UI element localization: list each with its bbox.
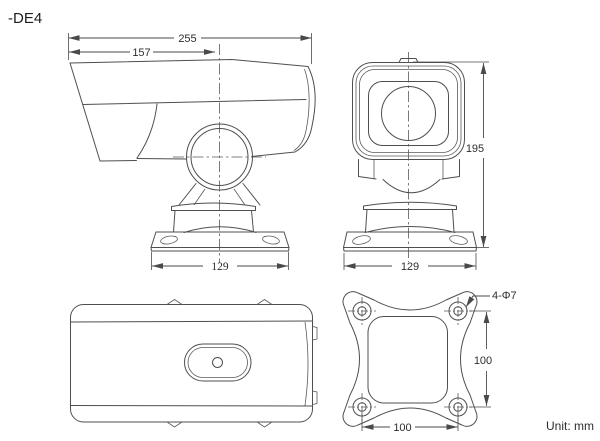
drawing-model-suffix-label: -DE4: [8, 10, 42, 27]
front-face-panel: [368, 81, 449, 146]
top-notch-2: [256, 299, 273, 305]
plate-outline: [342, 291, 478, 427]
front-lens: [381, 86, 436, 141]
side-left-slot: [160, 235, 178, 245]
dim-side-base-width: 129: [151, 252, 289, 273]
dim-shield-length: 157: [69, 47, 215, 59]
dim-shield-length-label: 157: [132, 47, 150, 59]
top-view: [70, 299, 318, 428]
side-view: 255 157 129: [68, 33, 316, 273]
dim-front-base-width: 129: [343, 253, 477, 273]
hole-top-right: [444, 297, 472, 325]
side-bracket-arms: [178, 183, 261, 206]
front-left-slot: [352, 235, 371, 245]
dim-overall-length: 255: [68, 33, 312, 64]
side-right-slot: [262, 235, 280, 245]
dim-hole-spacing-horizontal-label: 100: [393, 422, 411, 434]
front-neck-joint: [358, 159, 460, 194]
base-plate-view: 4-Φ7 100 100: [342, 290, 517, 434]
side-joint-circle: [186, 123, 253, 191]
top-notch-3: [166, 421, 183, 428]
top-boss-hole: [212, 357, 223, 368]
front-right-slot: [449, 235, 468, 245]
front-camera-head: [352, 58, 465, 160]
dim-side-base-width-label: 129: [211, 261, 229, 273]
top-notch-4: [256, 421, 273, 428]
top-right-tab-upper: [312, 326, 318, 341]
dim-hole-spacing-vertical: 100: [469, 310, 492, 408]
top-notch-1: [166, 299, 183, 305]
unit-note-label: Unit: mm: [546, 419, 594, 433]
hole-callout: 4-Φ7: [465, 290, 517, 308]
dim-height: 195: [413, 61, 489, 248]
top-handle-boss: [184, 343, 252, 382]
hole-callout-label: 4-Φ7: [492, 290, 517, 302]
side-camera-body: [69, 59, 316, 162]
plate-inner-square: [367, 316, 448, 404]
side-pedestal-base: [150, 202, 290, 252]
dim-overall-length-label: 255: [178, 33, 196, 45]
dim-height-label: 195: [466, 143, 484, 155]
dim-hole-spacing-vertical-label: 100: [474, 355, 492, 367]
front-pedestal-base: [343, 201, 477, 252]
front-view: 195 129: [343, 52, 489, 273]
dim-hole-spacing-horizontal: 100: [361, 413, 459, 434]
top-right-tab-lower: [312, 390, 318, 405]
plate-mounting-holes: [348, 297, 472, 421]
dim-front-base-width-label: 129: [401, 261, 419, 273]
top-housing-outline: [70, 299, 318, 428]
hole-top-left: [348, 297, 376, 325]
front-top-tab: [398, 58, 419, 63]
